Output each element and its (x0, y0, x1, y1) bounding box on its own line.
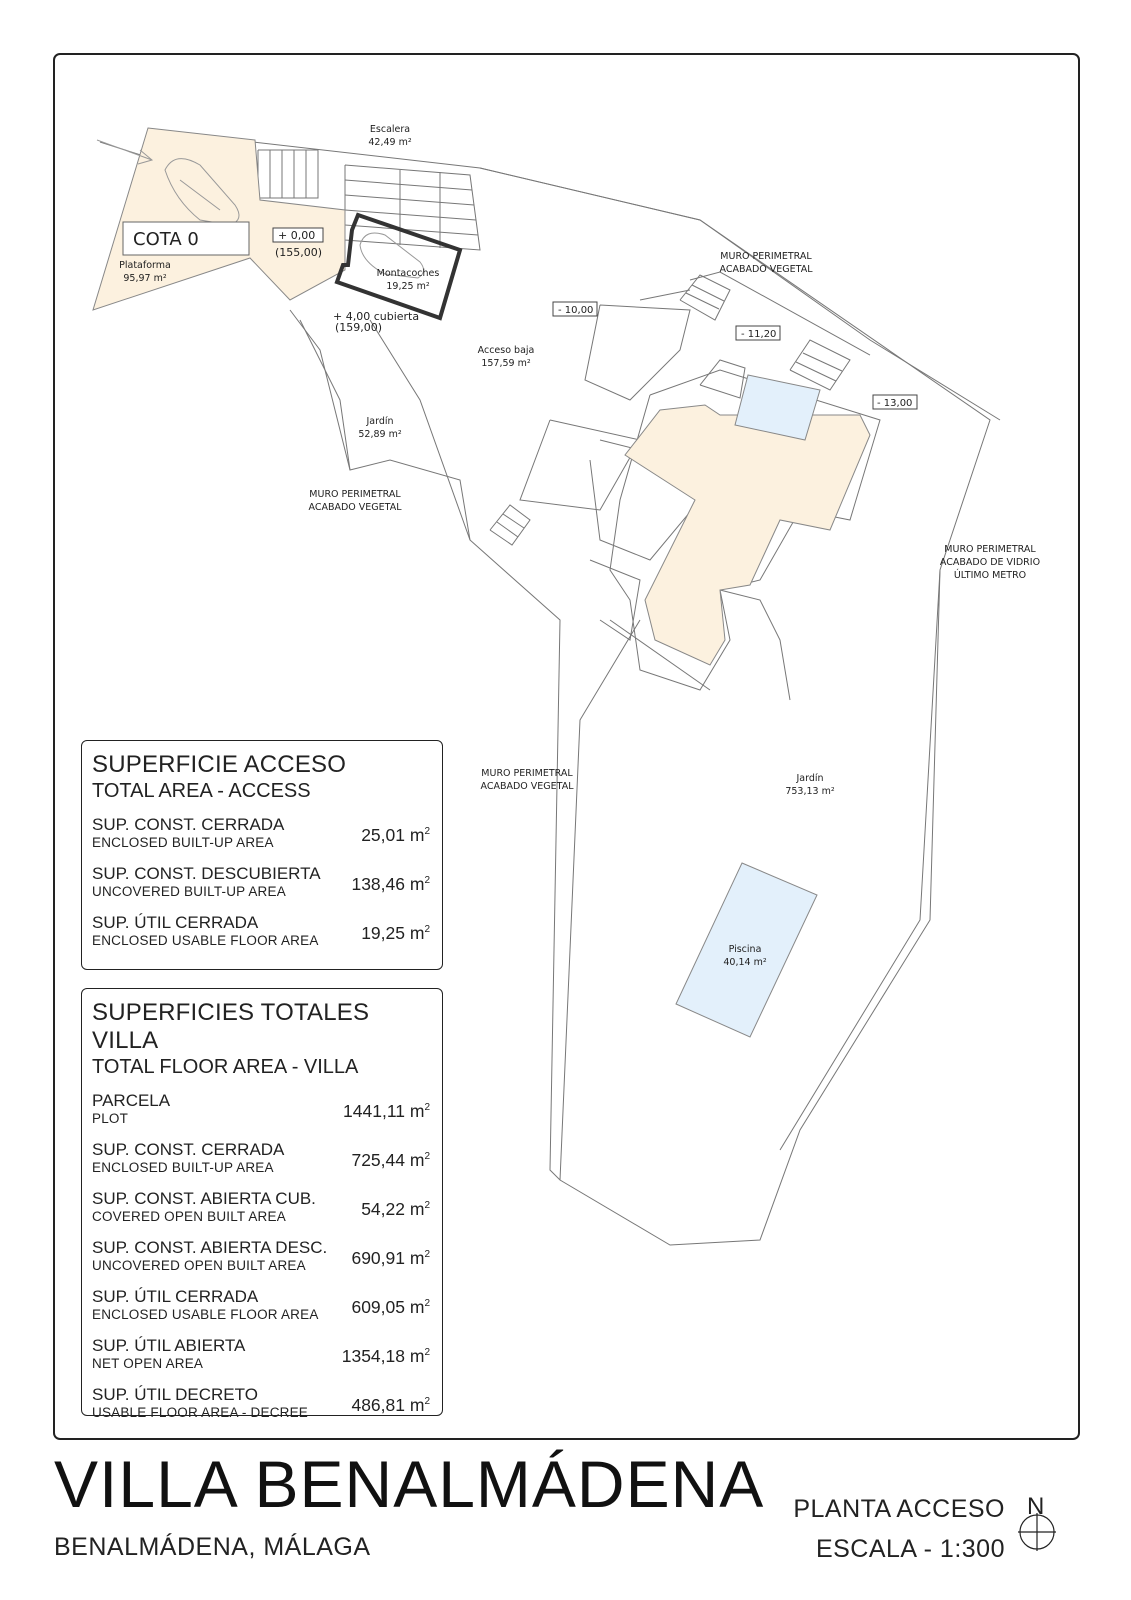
access-table-subtitle: TOTAL AREA - ACCESS (92, 780, 311, 802)
level-0: + 0,00 (278, 229, 315, 242)
north-label: N (1027, 1493, 1045, 1520)
area-row-value: 138,46 m2 (351, 874, 430, 894)
level-0-box (272, 227, 324, 243)
label-montacoches-area: 19,25 m² (386, 281, 429, 292)
label-acceso-baja: Acceso baja (478, 345, 535, 356)
label-plataforma: Plataforma (119, 260, 171, 271)
area-row: SUP. CONST. ABIERTA DESC.UNCOVERED OPEN … (92, 1238, 430, 1287)
area-row-label-en: UNCOVERED BUILT-UP AREA (92, 884, 286, 899)
house-floor (624, 404, 871, 666)
label-jardin-small-area: 52,89 m² (358, 429, 401, 440)
area-row-value: 25,01 m2 (361, 825, 430, 845)
area-row-value: 1354,18 m2 (341, 1346, 430, 1366)
car-icon (164, 158, 240, 226)
label-muro-e-3: ÚLTIMO METRO (954, 569, 1026, 581)
label-muro-e-1: MURO PERIMETRAL (944, 544, 1036, 555)
level-cub: + 4,00 cubierta (333, 310, 419, 323)
cota-box (122, 221, 250, 256)
project-title: VILLA BENALMÁDENA (54, 1447, 765, 1521)
area-row-label-en: ENCLOSED BUILT-UP AREA (92, 835, 274, 850)
area-row-value: 1441,11 m2 (343, 1101, 430, 1121)
totals-table-subtitle: TOTAL FLOOR AREA - VILLA (92, 1056, 359, 1078)
stairs-ne (489, 274, 851, 546)
project-location: BENALMÁDENA, MÁLAGA (54, 1533, 371, 1561)
area-row-label-en: ENCLOSED BUILT-UP AREA (92, 1160, 274, 1175)
label-piscina: Piscina (729, 944, 762, 955)
label-acceso-baja-area: 157,59 m² (481, 358, 531, 369)
access-platform (92, 127, 346, 311)
sheet-frame (53, 53, 1080, 1440)
level-m10-box (552, 301, 598, 317)
label-montacoches: Montacoches (377, 268, 440, 279)
area-row-label-en: ENCLOSED USABLE FLOOR AREA (92, 933, 319, 948)
entrance-arrow-icon (96, 139, 154, 165)
level-m13: - 13,00 (877, 398, 912, 409)
level-m11-box (735, 325, 781, 341)
level-m13-box (872, 394, 918, 410)
label-jardin-large-area: 753,13 m² (785, 786, 835, 797)
label-plataforma-area: 95,97 m² (123, 273, 166, 284)
label-muro-e-2: ACABADO DE VIDRIO (940, 557, 1040, 568)
area-row-label-es: SUP. ÚTIL ABIERTA (92, 1336, 246, 1355)
label-muro-c-2: ACABADO VEGETAL (480, 781, 574, 792)
area-row-label-es: SUP. CONST. DESCUBIERTA (92, 864, 321, 883)
sheet-name: PLANTA ACCESO (793, 1495, 1005, 1523)
label-jardin-small: Jardín (365, 416, 393, 427)
area-row-label-es: SUP. CONST. CERRADA (92, 815, 285, 834)
level-cub-abs: (159,00) (335, 321, 382, 334)
area-row-label-en: COVERED OPEN BUILT AREA (92, 1209, 286, 1224)
access-table-title: SUPERFICIE ACCESO (92, 751, 347, 778)
area-row-label-en: ENCLOSED USABLE FLOOR AREA (92, 1307, 319, 1322)
label-muro-ne-1: MURO PERIMETRAL (720, 251, 812, 262)
area-row-label-es: SUP. ÚTIL CERRADA (92, 913, 259, 932)
label-jardin-large: Jardín (795, 773, 823, 784)
area-row-value: 725,44 m2 (351, 1150, 430, 1170)
car-lift-car-icon (359, 232, 424, 279)
sheet-scale: ESCALA - 1:300 (815, 1535, 1005, 1563)
area-row-label-es: SUP. ÚTIL CERRADA (92, 1287, 259, 1306)
area-row-label-es: SUP. CONST. ABIERTA DESC. (92, 1238, 328, 1257)
label-escalera-area: 42,49 m² (368, 137, 411, 148)
totals-table-title: SUPERFICIES TOTALES VILLA (92, 999, 370, 1054)
main-pool (675, 862, 818, 1038)
area-row-label-en: NET OPEN AREA (92, 1356, 204, 1371)
area-row-value: 54,22 m2 (361, 1199, 430, 1219)
area-row: SUP. CONST. ABIERTA CUB.COVERED OPEN BUI… (92, 1189, 430, 1238)
access-area-table: SUPERFICIE ACCESO TOTAL AREA - ACCESS SU… (81, 740, 443, 970)
label-muro-w-2: ACABADO VEGETAL (308, 502, 402, 513)
villa-totals-table: SUPERFICIES TOTALES VILLA TOTAL FLOOR AR… (81, 988, 443, 1420)
label-muro-w-1: MURO PERIMETRAL (309, 489, 401, 500)
area-row-label-en: USABLE FLOOR AREA - DECREE (92, 1405, 309, 1420)
level-0-abs: (155,00) (275, 246, 322, 259)
level-m10: - 10,00 (558, 305, 593, 316)
area-row-label-es: SUP. CONST. ABIERTA CUB. (92, 1189, 316, 1208)
label-muro-c-1: MURO PERIMETRAL (481, 768, 573, 779)
area-row-label-es: SUP. ÚTIL DECRETO (92, 1385, 258, 1404)
area-row-value: 609,05 m2 (351, 1297, 430, 1317)
north-arrow-icon (1018, 1513, 1056, 1551)
car-lift (334, 212, 463, 321)
area-row-value: 486,81 m2 (351, 1395, 430, 1415)
area-row-label-es: PARCELA (92, 1091, 171, 1110)
label-piscina-area: 40,14 m² (723, 957, 766, 968)
area-row-label-en: UNCOVERED OPEN BUILT AREA (92, 1258, 306, 1273)
label-muro-ne-2: ACABADO VEGETAL (719, 264, 813, 275)
area-row-label-en: PLOT (92, 1111, 129, 1126)
level-m11: - 11,20 (741, 329, 776, 340)
upper-pool (734, 374, 821, 441)
area-row-label-es: SUP. CONST. CERRADA (92, 1140, 285, 1159)
label-escalera: Escalera (370, 124, 410, 135)
cota-label: COTA 0 (133, 229, 199, 250)
area-row-value: 690,91 m2 (351, 1248, 430, 1268)
area-row-value: 19,25 m2 (361, 923, 430, 943)
